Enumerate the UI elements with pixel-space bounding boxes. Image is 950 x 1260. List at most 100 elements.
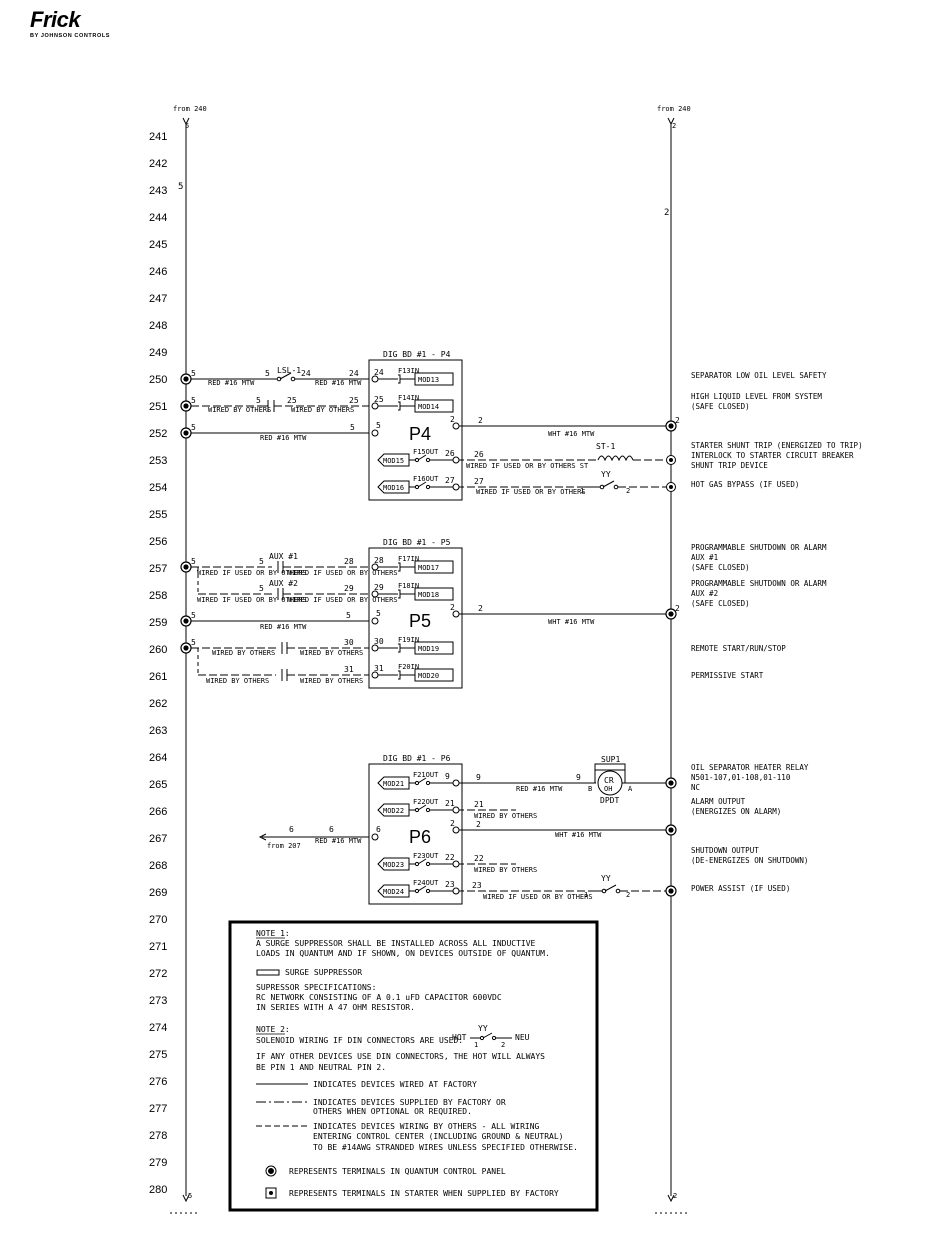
legend-factory: INDICATES DEVICES WIRED AT FACTORY <box>313 1080 477 1089</box>
legend-by-others: ENTERING CONTROL CENTER (INCLUDING GROUN… <box>313 1132 563 1141</box>
board-pin-label: 2 <box>450 819 455 828</box>
wire-label: 30 <box>344 638 354 647</box>
solenoid-label: YY <box>601 470 611 479</box>
wire-label: 5 <box>191 423 196 432</box>
channel-label: F16OUT <box>413 475 439 483</box>
board-p6-title: DIG BD #1 - P6 <box>383 754 451 763</box>
wire-spec: WIRED BY OTHERS <box>206 677 269 685</box>
wire-label: 5 <box>265 369 270 378</box>
wire-spec: WIRED IF USED OR BY OTHERS <box>197 569 307 577</box>
solenoid-label: YY <box>601 874 611 883</box>
wire-label: 24 <box>349 369 359 378</box>
board-p4-title: DIG BD #1 - P4 <box>383 350 451 359</box>
board-p5-title: DIG BD #1 - P5 <box>383 538 451 547</box>
board-terminal <box>452 887 460 895</box>
sup1-label: SUP1 <box>601 755 620 764</box>
surge-suppressor-legend: SURGE SUPPRESSOR <box>285 968 362 977</box>
wire-label: 25 <box>287 396 297 405</box>
board-pin-label: 9 <box>445 772 450 781</box>
frick-logo: Frick BY JOHNSON CONTROLS <box>30 7 110 40</box>
desc-265: NC <box>691 783 700 792</box>
module-label: MOD24 <box>383 888 404 896</box>
desc-257: AUX #1 <box>691 553 718 562</box>
wire-label: 23 <box>472 881 482 890</box>
rung-number: 264 <box>149 752 167 764</box>
wire-label: 2 <box>675 604 680 613</box>
right-rail-wire-bottom: 2 <box>673 1192 677 1200</box>
wire-label: 27 <box>474 477 484 486</box>
channel-label: F21OUT <box>413 771 439 779</box>
desc-254: HOT GAS BYPASS (IF USED) <box>691 480 799 489</box>
rung-number: 274 <box>149 1022 167 1034</box>
note2-hot: HOT <box>452 1033 467 1042</box>
module-label: MOD18 <box>418 591 439 599</box>
channel-label: F20IN <box>398 663 419 671</box>
module-label: MOD13 <box>418 376 439 384</box>
note2-yy: YY <box>478 1024 488 1033</box>
left-rail-wire-top: 5 <box>185 122 189 130</box>
starter-terminal-253 <box>666 455 676 465</box>
wire-label: 2 <box>476 820 481 829</box>
relay-sublabel: OH <box>604 785 612 793</box>
logo-wordmark: Frick <box>30 7 81 32</box>
surge-suppressor-symbol <box>594 763 626 771</box>
wire-label: 9 <box>576 773 581 782</box>
rung-number: 245 <box>149 239 167 251</box>
desc-251: HIGH LIQUID LEVEL FROM SYSTEM <box>691 392 822 401</box>
legend-optional: OTHERS WHEN OPTIONAL OR REQUIRED. <box>313 1107 472 1116</box>
wire-spec: WHT #16 MTW <box>548 430 595 438</box>
rung-number: 256 <box>149 536 167 548</box>
rung-number: 268 <box>149 860 167 872</box>
left-rail-wire-bottom: 5 <box>188 1192 192 1200</box>
wire-label: 2 <box>478 604 483 613</box>
channel-label: F19IN <box>398 636 419 644</box>
board-p4-label: P4 <box>409 424 431 444</box>
rung-number: 243 <box>149 185 167 197</box>
quantum-terminal <box>180 427 192 439</box>
wire-label: 2 <box>675 416 680 425</box>
spec-line: IN SERIES WITH A 47 OHM RESISTOR. <box>256 1003 415 1012</box>
pin-label: 1 <box>474 1041 478 1049</box>
board-terminal <box>371 833 379 841</box>
rung-number: 269 <box>149 887 167 899</box>
rung-number: 278 <box>149 1130 167 1142</box>
wire-spec: WIRED BY OTHERS <box>212 649 275 657</box>
starter-terminal-254 <box>666 482 676 492</box>
wire-label: 5 <box>191 557 196 566</box>
board-pin-label: 6 <box>376 825 381 834</box>
wire-spec: WHT #16 MTW <box>548 618 595 626</box>
left-rail-source: from 240 <box>173 105 207 113</box>
board-terminal <box>452 806 460 814</box>
module-box <box>377 857 410 871</box>
wire-label: 22 <box>474 854 484 863</box>
legend-by-others: INDICATES DEVICES WIRING BY OTHERS - ALL… <box>313 1122 540 1131</box>
wire-label: 5 <box>259 557 264 566</box>
source-label: from 207 <box>267 842 301 850</box>
module-box <box>377 453 410 467</box>
board-terminal <box>371 429 379 437</box>
channel-label: F13IN <box>398 367 419 375</box>
rung-number: 260 <box>149 644 167 656</box>
module-label: MOD22 <box>383 807 404 815</box>
rung-number: 276 <box>149 1076 167 1088</box>
rung-number: 261 <box>149 671 167 683</box>
legend-optional: INDICATES DEVICES SUPPLIED BY FACTORY OR <box>313 1098 506 1107</box>
pin-label: 2 <box>626 487 630 495</box>
legend-starter-terminal: REPRESENTS TERMINALS IN STARTER WHEN SUP… <box>289 1189 559 1198</box>
wire-spec: RED #16 MTW <box>260 623 307 631</box>
quantum-terminal <box>180 561 192 573</box>
desc-253: INTERLOCK TO STARTER CIRCUIT BREAKER <box>691 451 854 460</box>
quantum-terminal <box>180 373 192 385</box>
desc-250: SEPARATOR LOW OIL LEVEL SAFETY <box>691 371 827 380</box>
wire-spec: RED #16 MTW <box>208 379 255 387</box>
channel-label: F17IN <box>398 555 419 563</box>
wire-label: 28 <box>344 557 354 566</box>
pin-label: 1 <box>584 891 588 899</box>
board-pin-label: 21 <box>445 799 455 808</box>
wire-label: 6 <box>289 825 294 834</box>
wire-spec: WIRED IF USED OR BY OTHERS <box>476 488 586 496</box>
channel-label: F24OUT <box>413 879 439 887</box>
module-label: MOD14 <box>418 403 439 411</box>
legend-starter-terminal-symbol <box>265 1187 277 1199</box>
